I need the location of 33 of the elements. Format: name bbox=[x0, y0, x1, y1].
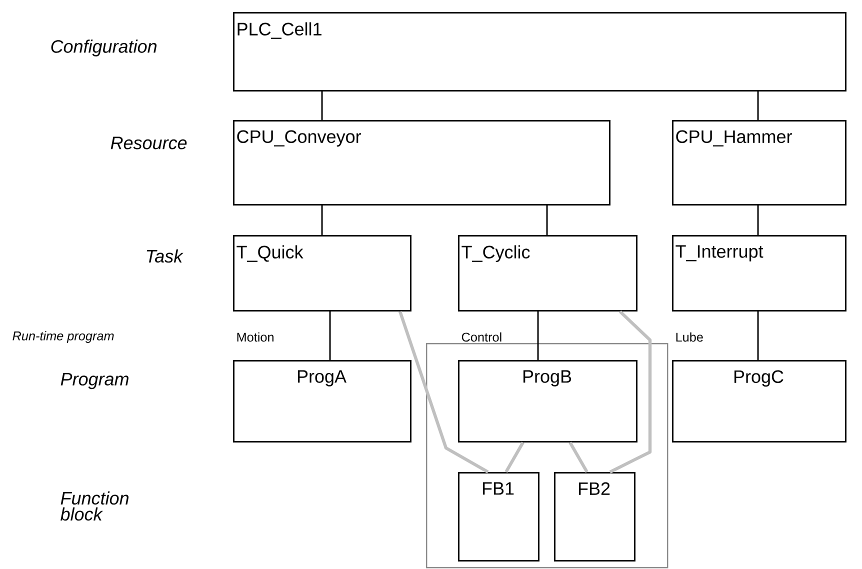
connector-line bbox=[537, 311, 539, 360]
box: T_Quick bbox=[233, 235, 412, 312]
connector-line bbox=[398, 310, 489, 474]
level-label: Function block bbox=[60, 491, 128, 521]
box: T_Interrupt bbox=[672, 235, 846, 312]
box: PLC_Cell1 bbox=[233, 12, 846, 92]
beside-label: Lube bbox=[676, 332, 703, 342]
level-label: Resource bbox=[110, 136, 187, 150]
box: T_Cyclic bbox=[458, 235, 638, 312]
beside-label: Control bbox=[462, 332, 502, 342]
connector-line bbox=[321, 91, 323, 120]
level-label: Program bbox=[60, 372, 128, 390]
box: FB2 bbox=[554, 472, 636, 562]
connector-line bbox=[757, 91, 759, 120]
connector-line bbox=[609, 310, 652, 474]
box: ProgC bbox=[672, 360, 846, 442]
box: ProgB bbox=[458, 360, 638, 442]
connector-line bbox=[757, 205, 759, 235]
level-label: Run-time program bbox=[12, 331, 114, 343]
beside-label: Motion bbox=[237, 332, 274, 342]
box: ProgA bbox=[233, 360, 412, 442]
group-frame bbox=[426, 343, 668, 568]
connector-line bbox=[504, 442, 524, 473]
box: FB1 bbox=[458, 472, 540, 562]
box: CPU_Conveyor bbox=[233, 120, 610, 206]
level-label: Task bbox=[146, 249, 184, 263]
connector-line bbox=[546, 205, 548, 235]
connector-line bbox=[568, 442, 588, 473]
connector-line bbox=[329, 311, 331, 360]
level-label: Configuration bbox=[51, 40, 157, 56]
box: CPU_Hammer bbox=[672, 120, 846, 206]
connector-line bbox=[321, 205, 323, 235]
connector-line bbox=[757, 311, 759, 360]
